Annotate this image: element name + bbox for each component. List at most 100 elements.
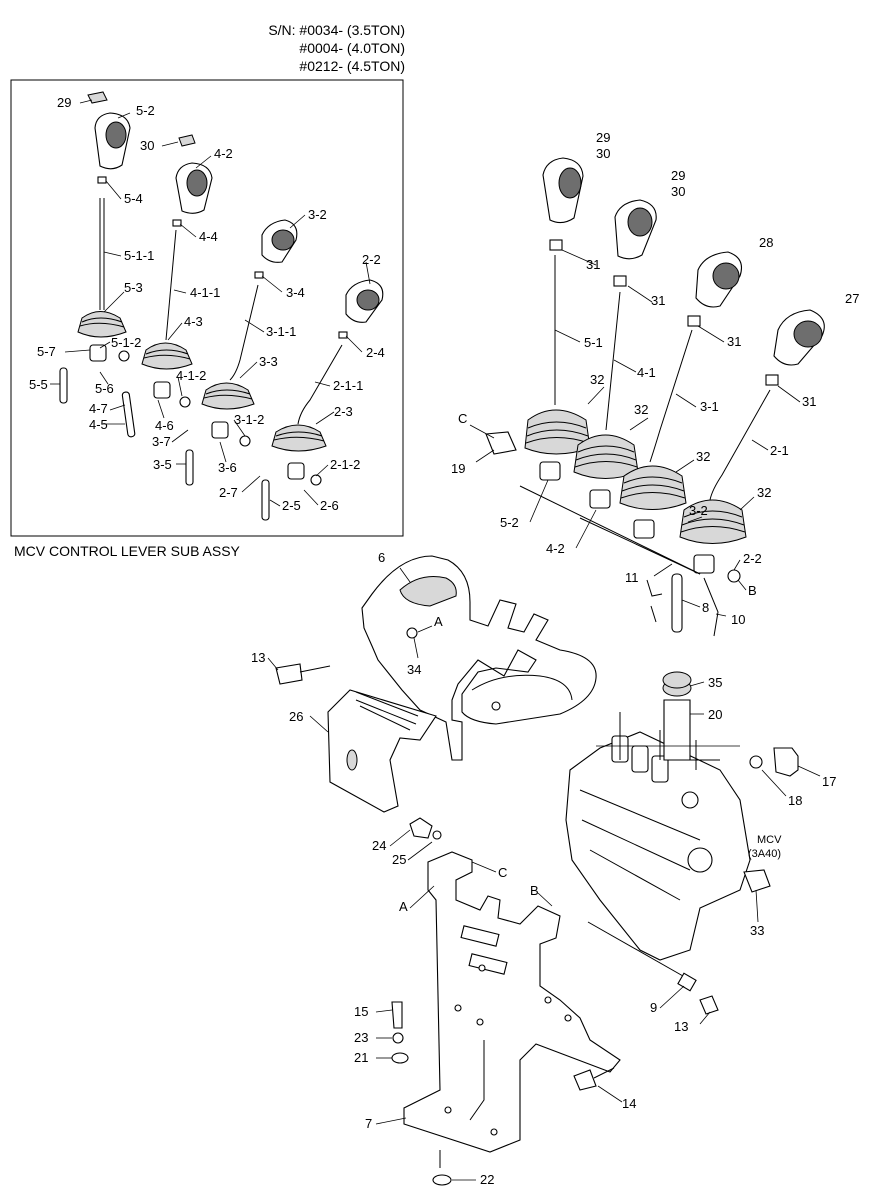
sub-assembly-levers bbox=[59, 91, 384, 521]
callout: 32 bbox=[634, 402, 648, 417]
callout: 33 bbox=[750, 923, 764, 938]
cover-6-drawing bbox=[361, 555, 597, 761]
callout: 5-2 bbox=[500, 515, 519, 530]
callout: 4-3 bbox=[184, 314, 203, 329]
callout: 19 bbox=[451, 461, 465, 476]
callout: 31 bbox=[727, 334, 741, 349]
callout: 27 bbox=[845, 291, 859, 306]
sub-lever-5-drawing bbox=[59, 91, 131, 404]
callout: 32 bbox=[757, 485, 771, 500]
callout: 8 bbox=[702, 600, 709, 615]
callout: 5-1 bbox=[584, 335, 603, 350]
callout: 29 bbox=[596, 130, 610, 145]
callout: 3-5 bbox=[153, 457, 172, 472]
callout: 3-4 bbox=[286, 285, 305, 300]
callout: 21 bbox=[354, 1050, 368, 1065]
sub-lever-2-drawing bbox=[261, 279, 384, 521]
sub-lever-4-drawing bbox=[121, 134, 213, 438]
callout: A bbox=[399, 899, 408, 914]
callout: 22 bbox=[480, 1172, 494, 1187]
callout: 4-1 bbox=[637, 365, 656, 380]
lever-2-drawing bbox=[679, 309, 825, 574]
main-callouts: 29 30 29 30 28 31 31 27 5-1 31 4-1 31 32… bbox=[251, 130, 859, 1187]
callout: 3-6 bbox=[218, 460, 237, 475]
main-control-levers bbox=[485, 157, 825, 637]
callout: B bbox=[748, 583, 757, 598]
pin-19-drawing bbox=[485, 431, 517, 455]
callout: 13 bbox=[674, 1019, 688, 1034]
callout: 5-1-1 bbox=[124, 248, 154, 263]
serial-line-2: #0004- (4.0TON) bbox=[299, 40, 405, 56]
callout: 2-2 bbox=[743, 551, 762, 566]
callout: 9 bbox=[650, 1000, 657, 1015]
link-plates bbox=[519, 485, 741, 637]
callout: 17 bbox=[822, 774, 836, 789]
callout: 31 bbox=[802, 394, 816, 409]
rod-9-drawing bbox=[587, 921, 719, 1015]
callout: 18 bbox=[788, 793, 802, 808]
callout: 2-1-2 bbox=[330, 457, 360, 472]
callout: B bbox=[530, 883, 539, 898]
callout: 3-1 bbox=[700, 399, 719, 414]
callout: 2-4 bbox=[366, 345, 385, 360]
callout: 5-2 bbox=[136, 103, 155, 118]
callout: 5-5 bbox=[29, 377, 48, 392]
sub-assembly-callouts: 29 5-2 30 4-2 5-4 3-2 4-4 5-1-1 2-2 3-4 … bbox=[29, 95, 385, 513]
lever-5-drawing bbox=[524, 157, 591, 481]
callout: 2-1-1 bbox=[333, 378, 363, 393]
callout: 30 bbox=[596, 146, 610, 161]
callout: 29 bbox=[57, 95, 71, 110]
callout: A bbox=[434, 614, 443, 629]
callout: 2-1 bbox=[770, 443, 789, 458]
sub-assembly-caption: MCV CONTROL LEVER SUB ASSY bbox=[14, 543, 241, 559]
callout: 2-7 bbox=[219, 485, 238, 500]
callout: 29 bbox=[671, 168, 685, 183]
callout: 4-1-1 bbox=[190, 285, 220, 300]
sub-assembly-frame bbox=[10, 79, 404, 537]
callout: 5-6 bbox=[95, 381, 114, 396]
callout: 4-7 bbox=[89, 401, 108, 416]
callout: 7 bbox=[365, 1116, 372, 1131]
callout: 4-6 bbox=[155, 418, 174, 433]
callout: 2-6 bbox=[320, 498, 339, 513]
callout: 28 bbox=[759, 235, 773, 250]
callout: 2-3 bbox=[334, 404, 353, 419]
callout: 4-2 bbox=[214, 146, 233, 161]
callout: 31 bbox=[586, 257, 600, 272]
sub-lever-3-drawing bbox=[185, 219, 298, 486]
callout: 3-7 bbox=[152, 434, 171, 449]
leader-lines bbox=[50, 99, 821, 1181]
callout: 31 bbox=[651, 293, 665, 308]
plate-26-drawing bbox=[327, 689, 437, 813]
callout: 6 bbox=[378, 550, 385, 565]
callout: 3-1-2 bbox=[234, 412, 264, 427]
callout: 30 bbox=[140, 138, 154, 153]
mcv-label-line-1: MCV bbox=[757, 834, 782, 846]
serial-number-block: S/N: #0034- (3.5TON) #0004- (4.0TON) #02… bbox=[268, 22, 405, 74]
callout: 34 bbox=[407, 662, 421, 677]
callout: 13 bbox=[251, 650, 265, 665]
callout: 24 bbox=[372, 838, 386, 853]
callout: 14 bbox=[622, 1096, 636, 1111]
mcv-label-line-2: (3A40) bbox=[748, 848, 781, 860]
callout: 10 bbox=[731, 612, 745, 627]
bracket-7-drawing bbox=[403, 851, 621, 1168]
callout: 2-2 bbox=[362, 252, 381, 267]
callout: 4-4 bbox=[199, 229, 218, 244]
callout: 25 bbox=[392, 852, 406, 867]
callout: 2-5 bbox=[282, 498, 301, 513]
callout: 3-2 bbox=[308, 207, 327, 222]
callout: C bbox=[498, 865, 507, 880]
fasteners-drawing bbox=[275, 663, 692, 1186]
callout: 11 bbox=[625, 570, 639, 585]
callout: 3-3 bbox=[259, 354, 278, 369]
callout: C bbox=[458, 411, 467, 426]
callout: 26 bbox=[289, 709, 303, 724]
mcv-label: MCV (3A40) bbox=[748, 834, 782, 860]
callout: 3-2 bbox=[689, 503, 708, 518]
callout: 15 bbox=[354, 1004, 368, 1019]
callout: 3-1-1 bbox=[266, 324, 296, 339]
callout: 35 bbox=[708, 675, 722, 690]
serial-line-1: S/N: #0034- (3.5TON) bbox=[268, 22, 405, 38]
